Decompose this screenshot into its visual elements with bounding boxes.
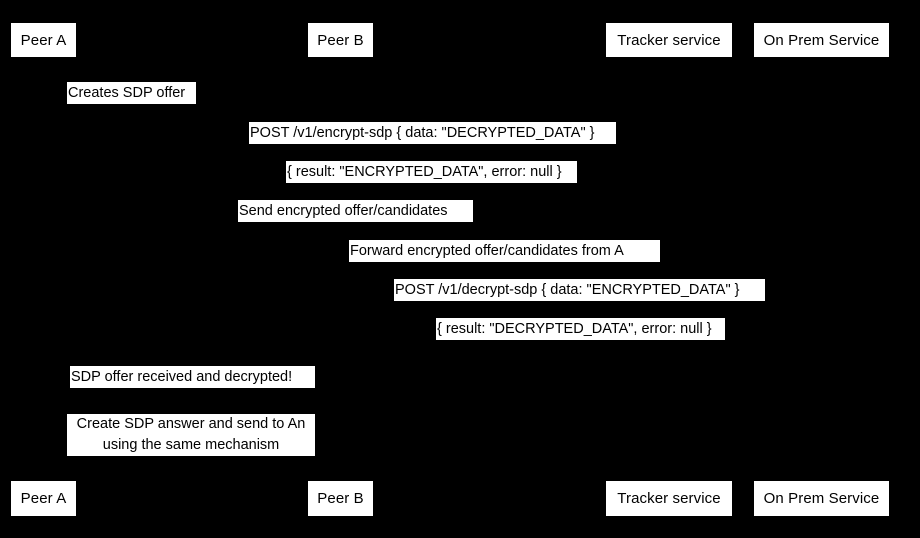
participant-footer-on-prem-service[interactable]: On Prem Service: [753, 480, 890, 517]
message-post-decrypt-sdp: POST /v1/decrypt-sdp { data: "ENCRYPTED_…: [394, 279, 765, 301]
note-line-1: Create SDP answer and send to An: [76, 416, 306, 432]
lifeline-on-prem: [821, 58, 822, 480]
message-decrypt-sdp-result: { result: "DECRYPTED_DATA", error: null …: [436, 318, 725, 340]
participant-footer-peer-b[interactable]: Peer B: [307, 480, 374, 517]
message-sdp-offer-received: SDP offer received and decrypted!: [70, 366, 315, 388]
participant-label: Peer B: [317, 490, 364, 507]
participant-label: Peer A: [20, 490, 67, 507]
participant-header-peer-a[interactable]: Peer A: [10, 22, 77, 58]
participant-label: On Prem Service: [763, 490, 880, 507]
message-creates-sdp-offer: Creates SDP offer: [67, 82, 196, 104]
participant-footer-peer-a[interactable]: Peer A: [10, 480, 77, 517]
participant-label: Peer A: [20, 31, 67, 49]
participant-header-peer-b[interactable]: Peer B: [307, 22, 374, 58]
participant-label: Tracker service: [617, 490, 721, 507]
participant-header-tracker-service[interactable]: Tracker service: [605, 22, 733, 58]
message-post-encrypt-sdp: POST /v1/encrypt-sdp { data: "DECRYPTED_…: [249, 122, 616, 144]
message-encrypt-sdp-result: { result: "ENCRYPTED_DATA", error: null …: [286, 161, 577, 183]
participant-label: Tracker service: [617, 31, 721, 49]
participant-header-on-prem-service[interactable]: On Prem Service: [753, 22, 890, 58]
note-create-sdp-answer: Create SDP answer and send to An using t…: [67, 414, 315, 456]
note-line-2: using the same mechanism: [102, 437, 280, 453]
message-forward-encrypted-offer: Forward encrypted offer/candidates from …: [349, 240, 660, 262]
lifeline-peer-b: [340, 58, 341, 480]
participant-label: Peer B: [317, 31, 364, 49]
message-send-encrypted-offer: Send encrypted offer/candidates: [238, 200, 473, 222]
lifeline-peer-a: [43, 58, 44, 480]
participant-label: On Prem Service: [763, 31, 880, 49]
lifeline-tracker: [669, 58, 670, 480]
participant-footer-tracker-service[interactable]: Tracker service: [605, 480, 733, 517]
